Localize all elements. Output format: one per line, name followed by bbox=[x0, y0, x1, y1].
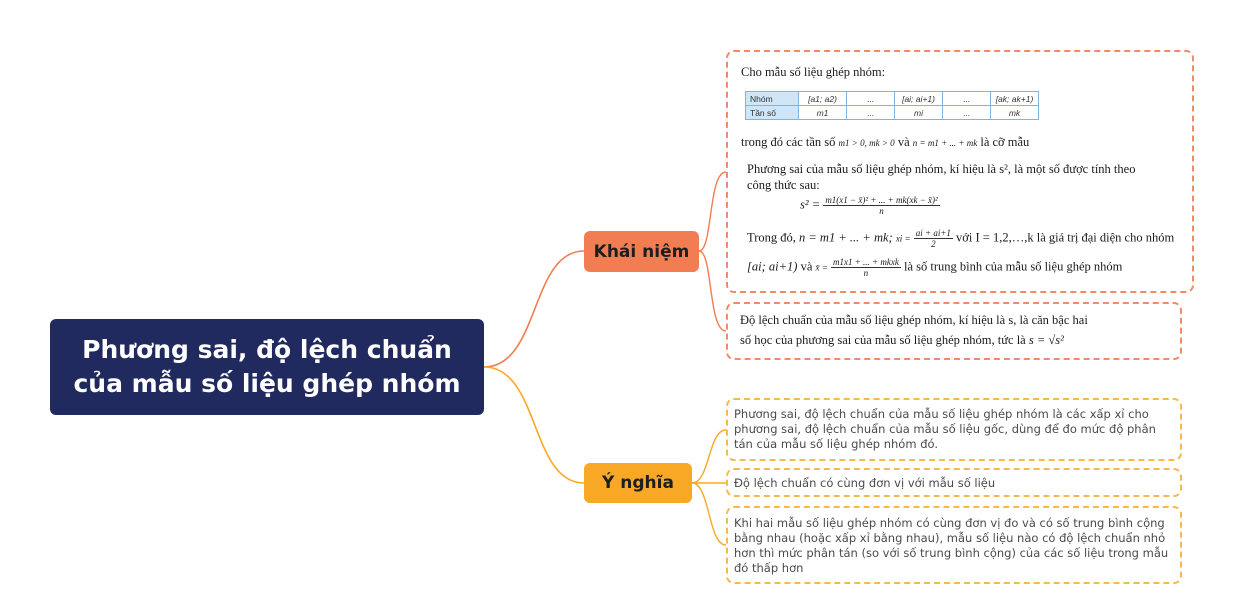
where-suffix: với I = 1,2,…,k là giá trị đại diện cho … bbox=[956, 230, 1175, 245]
where-xi-lhs: xi = bbox=[895, 233, 911, 244]
table-cell: m1 bbox=[798, 105, 847, 120]
concept-card[interactable]: Cho mẫu số liệu ghép nhóm: Nhóm [a1; a2)… bbox=[726, 50, 1194, 293]
variance-definition-line1: Phương sai của mẫu số liệu ghép nhóm, kí… bbox=[747, 162, 1136, 176]
condition-prefix: trong đó các tần số bbox=[741, 135, 836, 149]
where-xi-denominator: 2 bbox=[931, 239, 936, 249]
where-n: n = m1 + ... + mk; bbox=[798, 230, 893, 245]
mean-and: và bbox=[800, 259, 813, 274]
std-line2-wrap: số học của phương sai của mẫu số liệu gh… bbox=[740, 333, 1064, 348]
std-line1: Độ lệch chuẩn của mẫu số liệu ghép nhóm,… bbox=[740, 313, 1088, 327]
table-cell: ... bbox=[942, 105, 991, 120]
condition-suffix: là cỡ mẫu bbox=[980, 135, 1030, 149]
mean-denominator: n bbox=[863, 268, 869, 278]
variance-formula-fraction: m1(x1 − x̄)² + ... + mk(xk − x̄)² n bbox=[823, 195, 940, 216]
connector-meaning-card3 bbox=[691, 482, 727, 546]
meaning-text: Phương sai, độ lệch chuẩn của mẫu số liệ… bbox=[734, 407, 1156, 451]
variance-formula-denominator: n bbox=[879, 206, 884, 216]
table-cell: [ak; ak+1) bbox=[990, 91, 1039, 106]
variance-definition-line2: công thức sau: bbox=[747, 178, 820, 192]
condition-line: trong đó các tần số m1 > 0, mk > 0 và n … bbox=[741, 135, 1029, 150]
condition-math: m1 > 0, mk > 0 bbox=[838, 138, 895, 148]
frequency-table: Nhóm [a1; a2) ... [ai; ai+1) ... [ak; ak… bbox=[745, 91, 1039, 120]
table-cell: Nhóm bbox=[745, 91, 799, 106]
table-cell: ... bbox=[846, 91, 895, 106]
condition-and: và bbox=[897, 135, 910, 149]
meaning-text: Độ lệch chuẩn có cùng đơn vị với mẫu số … bbox=[734, 476, 996, 490]
root-title-line2: của mẫu số liệu ghép nhóm bbox=[73, 369, 461, 398]
meaning-card[interactable]: Phương sai, độ lệch chuẩn của mẫu số liệ… bbox=[726, 398, 1182, 461]
branch-concept[interactable]: Khái niệm bbox=[584, 231, 699, 272]
mean-line: [ai; ai+1) và x̄ = m1x1 + ... + mkxk n l… bbox=[747, 257, 1122, 278]
where-line: Trong đó, n = m1 + ... + mk; xi = ai + a… bbox=[747, 228, 1174, 249]
branch-meaning[interactable]: Ý nghĩa bbox=[584, 463, 692, 503]
condition-sample-size: n = m1 + ... + mk bbox=[912, 138, 978, 148]
table-cell: Tần số bbox=[745, 105, 799, 120]
connector-root-meaning bbox=[483, 366, 585, 484]
root-title-line1: Phương sai, độ lệch chuẩn bbox=[82, 335, 452, 364]
connector-concept-card2 bbox=[698, 250, 727, 332]
std-card[interactable]: Độ lệch chuẩn của mẫu số liệu ghép nhóm,… bbox=[726, 302, 1182, 360]
variance-formula: s² = m1(x1 − x̄)² + ... + mk(xk − x̄)² n bbox=[800, 195, 940, 216]
table-cell: mk bbox=[990, 105, 1039, 120]
mean-interval: [ai; ai+1) bbox=[747, 259, 798, 274]
meaning-card[interactable]: Khi hai mẫu số liệu ghép nhóm có cùng đơ… bbox=[726, 506, 1182, 584]
variance-formula-numerator: m1(x1 − x̄)² + ... + mk(xk − x̄)² bbox=[823, 195, 940, 206]
table-row: Nhóm [a1; a2) ... [ai; ai+1) ... [ak; ak… bbox=[745, 91, 1039, 106]
std-formula: s = √s² bbox=[1028, 333, 1064, 347]
where-xi-numerator: ai + ai+1 bbox=[913, 228, 953, 239]
table-cell: [a1; a2) bbox=[798, 91, 847, 106]
mean-suffix: là số trung bình của mẫu số liệu ghép nh… bbox=[903, 259, 1123, 274]
connector-root-concept bbox=[483, 250, 585, 368]
table-cell: [ai; ai+1) bbox=[894, 91, 943, 106]
meaning-card[interactable]: Độ lệch chuẩn có cùng đơn vị với mẫu số … bbox=[726, 468, 1182, 497]
where-prefix: Trong đó, bbox=[747, 230, 796, 245]
mean-numerator: m1x1 + ... + mkxk bbox=[830, 257, 901, 268]
table-row: Tần số m1 ... mi ... mk bbox=[745, 105, 1039, 120]
where-xi-fraction: ai + ai+1 2 bbox=[913, 228, 953, 249]
meaning-text: Khi hai mẫu số liệu ghép nhóm có cùng đơ… bbox=[734, 516, 1169, 575]
connector-meaning-card1 bbox=[691, 429, 727, 484]
table-cell: ... bbox=[846, 105, 895, 120]
concept-intro: Cho mẫu số liệu ghép nhóm: bbox=[741, 65, 886, 79]
mean-lhs: x̄ = bbox=[815, 262, 828, 273]
connector-concept-card1 bbox=[698, 171, 727, 252]
std-line2: số học của phương sai của mẫu số liệu gh… bbox=[740, 333, 1026, 347]
variance-formula-lhs: s² = bbox=[800, 197, 821, 212]
table-cell: ... bbox=[942, 91, 991, 106]
table-cell: mi bbox=[894, 105, 943, 120]
mean-fraction: m1x1 + ... + mkxk n bbox=[830, 257, 901, 278]
root-topic[interactable]: Phương sai, độ lệch chuẩn của mẫu số liệ… bbox=[50, 319, 484, 415]
